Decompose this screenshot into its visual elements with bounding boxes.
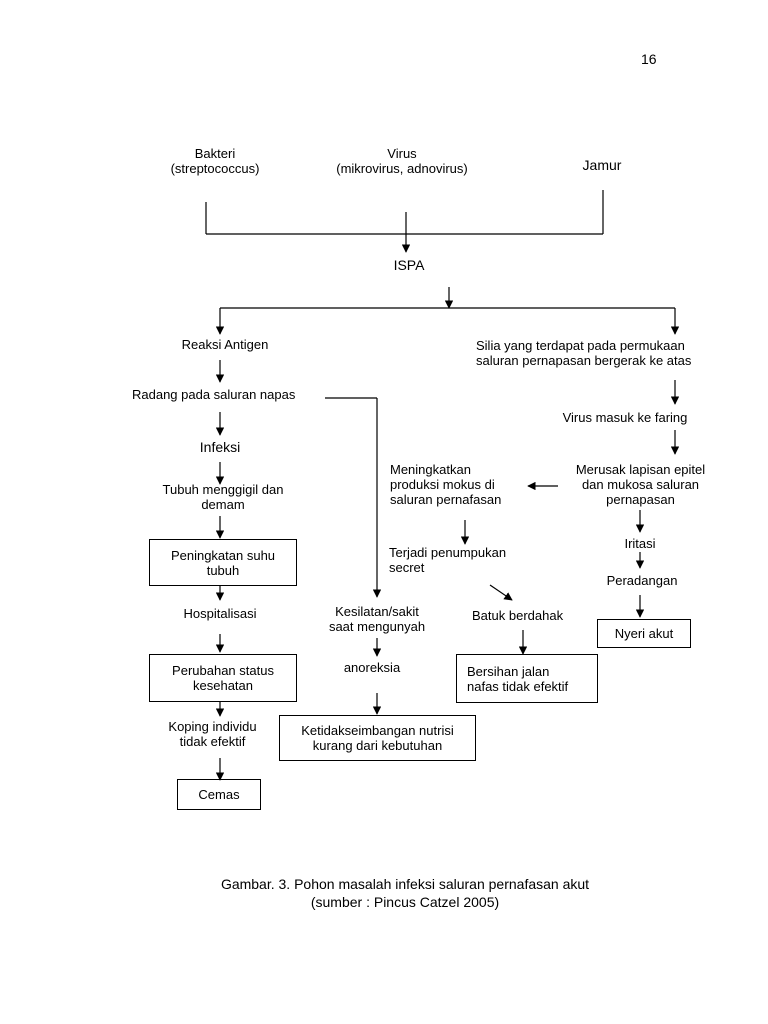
box-perubahan-status: Perubahan status kesehatan	[149, 654, 297, 702]
node-koping: Koping individu tidak efektif	[168, 719, 257, 749]
box-peningkatan-suhu: Peningkatan suhu tubuh	[149, 539, 297, 586]
box-ketidakseimbangan: Ketidakseimbangan nutrisi kurang dari ke…	[279, 715, 476, 761]
node-merusak: Merusak lapisan epitel dan mukosa salura…	[575, 462, 706, 507]
node-kesilatan: Kesilatan/sakit saat mengunyah	[328, 604, 426, 634]
node-meningkatkan-mokus: Meningkatkan produksi mokus di saluran p…	[390, 462, 502, 507]
cause-virus: Virus (mikrovirus, adnovirus)	[336, 146, 468, 176]
page-number: 16	[641, 51, 657, 67]
arrow-to-batuk	[489, 584, 513, 601]
caption-title: Gambar. 3. Pohon masalah infeksi saluran…	[220, 876, 590, 892]
node-virus-masuk: Virus masuk ke faring	[562, 410, 688, 425]
node-menggigil: Tubuh menggigil dan demam	[162, 482, 284, 512]
node-batuk: Batuk berdahak	[472, 608, 564, 623]
cause-jamur: Jamur	[582, 157, 622, 173]
box-cemas: Cemas	[177, 779, 261, 810]
node-reaksi-antigen: Reaksi Antigen	[181, 337, 269, 352]
cause-bakteri: Bakteri (streptococcus)	[170, 146, 260, 176]
node-hospitalisasi: Hospitalisasi	[183, 606, 257, 621]
node-anoreksia: anoreksia	[343, 660, 401, 675]
ispa-node: ISPA	[393, 257, 425, 273]
node-penumpukan: Terjadi penumpukan secret	[389, 545, 507, 575]
node-infeksi: Infeksi	[199, 439, 241, 455]
node-radang: Radang pada saluran napas	[132, 387, 296, 402]
caption-source: (sumber : Pincus Catzel 2005)	[310, 894, 500, 910]
node-iritasi: Iritasi	[624, 536, 656, 551]
box-nyeri-akut: Nyeri akut	[597, 619, 691, 648]
node-peradangan: Peradangan	[606, 573, 678, 588]
box-bersihan: Bersihan jalan nafas tidak efektif	[456, 654, 598, 703]
node-silia: Silia yang terdapat pada permukaan salur…	[476, 338, 692, 368]
